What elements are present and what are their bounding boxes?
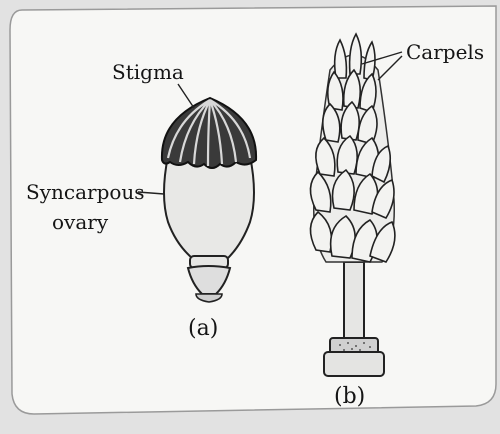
syncarpous-ovary-label-line2: ovary (52, 210, 108, 234)
caption-b: (b) (334, 384, 365, 409)
stigma-label: Stigma (112, 60, 184, 84)
carpels-label: Carpels (406, 40, 484, 64)
receptacle-stalk (344, 262, 364, 344)
caption-a: (a) (188, 316, 218, 341)
syncarpous-ovary-label-line1: Syncarpous (26, 180, 145, 204)
receptacle-bottom (324, 352, 384, 376)
ovary-body (164, 156, 254, 258)
